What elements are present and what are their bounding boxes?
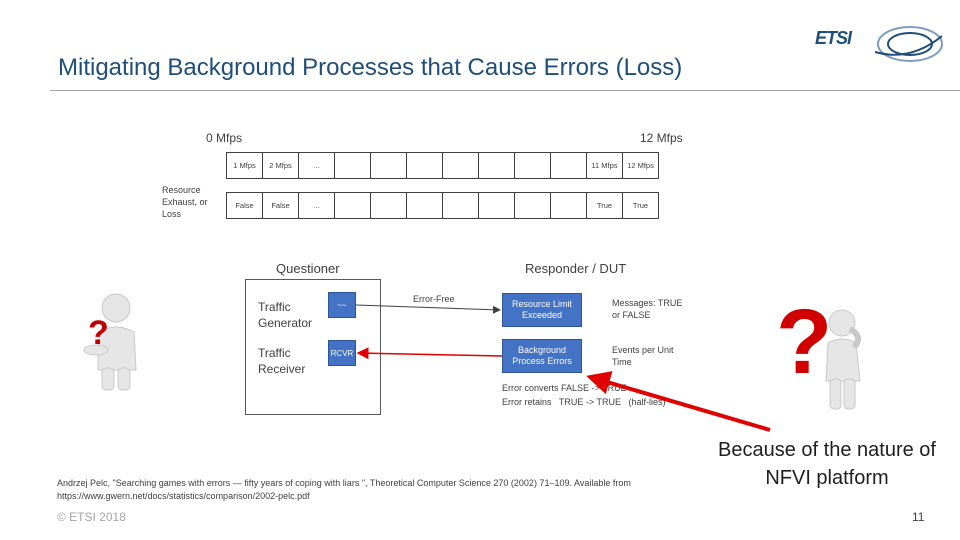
svg-text:?: ? bbox=[776, 291, 832, 393]
rate-cell bbox=[478, 152, 515, 179]
generator-port: ~~ bbox=[328, 292, 356, 318]
logo-globe-icon bbox=[874, 26, 943, 62]
result-cell bbox=[514, 192, 551, 219]
scale-min-label: 0 Mfps bbox=[206, 131, 243, 145]
rate-cell: 11 Mfps bbox=[586, 152, 623, 179]
receiver-port: RCVR bbox=[328, 340, 356, 366]
logo-text: ETSI bbox=[815, 28, 852, 48]
responder-figure-icon: ? bbox=[776, 291, 862, 410]
svg-text:?: ? bbox=[88, 314, 109, 352]
result-cell bbox=[406, 192, 443, 219]
error-return-arrow bbox=[356, 347, 503, 360]
traffic-generator-label: Traffic Generator bbox=[258, 300, 313, 330]
questioner-box bbox=[245, 279, 381, 415]
scale-max-label: 12 Mfps bbox=[640, 131, 683, 145]
result-cell bbox=[550, 192, 587, 219]
rate-cell: 12 Mfps bbox=[622, 152, 659, 179]
error-converts-label: Error converts FALSE -> TRUE bbox=[502, 383, 627, 393]
responder-label: Responder / DUT bbox=[525, 261, 627, 276]
copyright: © ETSI 2018 bbox=[57, 510, 126, 524]
events-label: Events per Unit Time bbox=[612, 345, 674, 367]
error-free-label: Error-Free bbox=[413, 294, 455, 304]
error-retains-label: Error retains TRUE -> TRUE (half-lies) bbox=[502, 397, 666, 407]
callout-arrow bbox=[586, 371, 771, 432]
traffic-receiver-label: Traffic Receiver bbox=[258, 346, 306, 376]
slide-title: Mitigating Background Processes that Cau… bbox=[58, 54, 683, 81]
reference-citation: Andrzej Pelc, "Searching games with erro… bbox=[57, 478, 631, 501]
resource-limit-box: Resource Limit Exceeded bbox=[502, 293, 582, 327]
nfvi-callout: Because of the nature of NFVI platform bbox=[718, 439, 936, 489]
messages-label: Messages: TRUE or FALSE bbox=[612, 298, 683, 320]
title-divider bbox=[50, 90, 960, 91]
result-cell: True bbox=[586, 192, 623, 219]
questioner-figure-icon: ? bbox=[83, 293, 137, 391]
forward-arrow bbox=[355, 304, 501, 314]
etsi-logo: ETSI bbox=[815, 22, 945, 66]
background-errors-box: Background Process Errors bbox=[502, 339, 582, 373]
questioner-label: Questioner bbox=[276, 261, 340, 276]
row-label: Resource Exhaust, or Loss bbox=[162, 185, 208, 219]
result-cell bbox=[370, 192, 407, 219]
page-number: 11 bbox=[912, 510, 925, 524]
rate-cell: … bbox=[298, 152, 335, 179]
result-cell: … bbox=[298, 192, 335, 219]
result-cell bbox=[442, 192, 479, 219]
rate-cell bbox=[442, 152, 479, 179]
result-cell: True bbox=[622, 192, 659, 219]
result-cell: False bbox=[262, 192, 299, 219]
